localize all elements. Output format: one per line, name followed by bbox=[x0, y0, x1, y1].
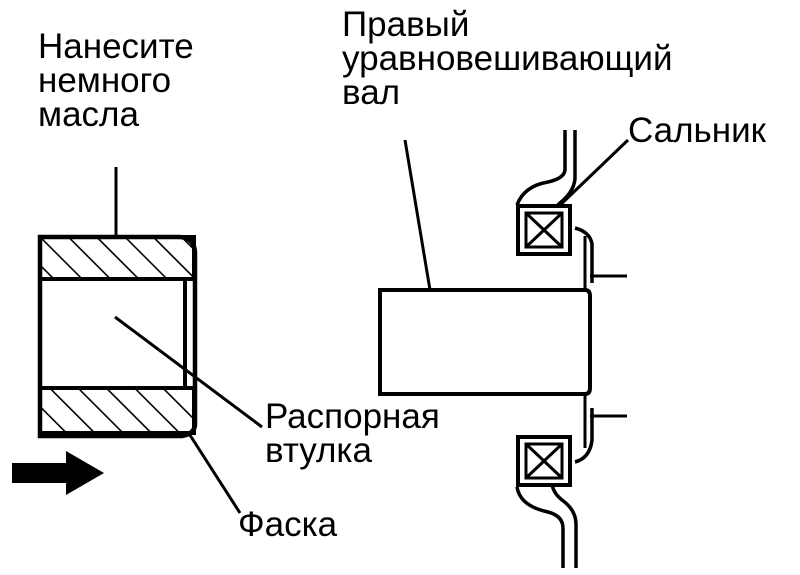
apply-oil-label: Нанесите немного масла bbox=[38, 27, 194, 134]
shaft-body bbox=[378, 288, 592, 396]
sleeve-bottom-wall bbox=[38, 386, 196, 435]
shaft-line-1: Правый bbox=[342, 5, 470, 44]
spacer-sleeve-line-2: втулка bbox=[265, 431, 372, 470]
spacer-sleeve bbox=[37, 234, 198, 439]
right-balance-shaft-label: Правый уравновешивающий вал bbox=[342, 5, 673, 112]
housing-bottom-outer bbox=[515, 486, 565, 568]
housing-bottom-step bbox=[574, 408, 594, 464]
sleeve-outline bbox=[37, 234, 198, 439]
chamfer-label: Фаска bbox=[238, 505, 338, 544]
chamfer-leader bbox=[186, 431, 242, 514]
housing-bottom-inner bbox=[550, 481, 578, 568]
balance-shaft bbox=[378, 236, 627, 448]
oil-seal-top bbox=[516, 204, 572, 256]
sleeve-top-wall bbox=[38, 235, 196, 281]
shaft-line-2: уравновешивающий bbox=[342, 39, 673, 78]
spacer-sleeve-line-1: Распорная bbox=[265, 397, 440, 436]
housing-top-outer bbox=[515, 130, 567, 206]
apply-oil-line-2: немного bbox=[38, 61, 172, 100]
apply-oil-line-3: масла bbox=[38, 95, 139, 134]
shaft-line-3: вал bbox=[342, 73, 401, 112]
direction-arrow-icon bbox=[12, 451, 104, 495]
spacer-sleeve-label: Распорная втулка bbox=[265, 397, 440, 470]
oil-seal-bottom bbox=[516, 435, 572, 487]
housing-top-step bbox=[574, 226, 594, 283]
apply-oil-line-1: Нанесите bbox=[38, 27, 194, 66]
spacer-sleeve-leader bbox=[114, 315, 263, 429]
oil-seal-label: Сальник bbox=[628, 111, 766, 150]
shaft-leader bbox=[403, 139, 432, 291]
